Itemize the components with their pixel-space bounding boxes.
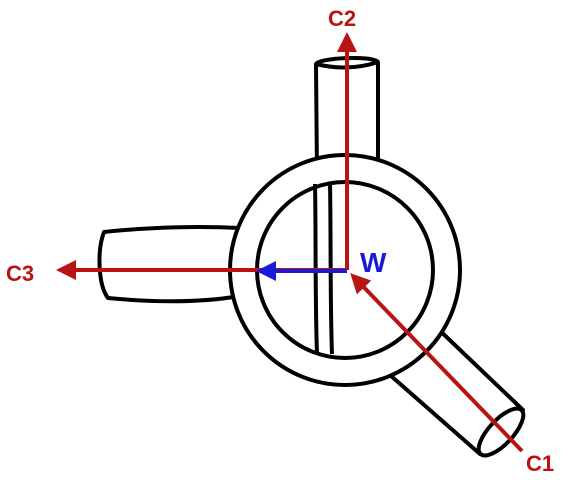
pipe-left [97, 225, 242, 304]
label-w: W [360, 247, 387, 278]
vector-c1 [350, 273, 524, 453]
label-c1: C1 [526, 451, 554, 476]
label-c3: C3 [6, 261, 34, 286]
label-c2: C2 [328, 6, 356, 31]
divider-plate [313, 183, 334, 355]
